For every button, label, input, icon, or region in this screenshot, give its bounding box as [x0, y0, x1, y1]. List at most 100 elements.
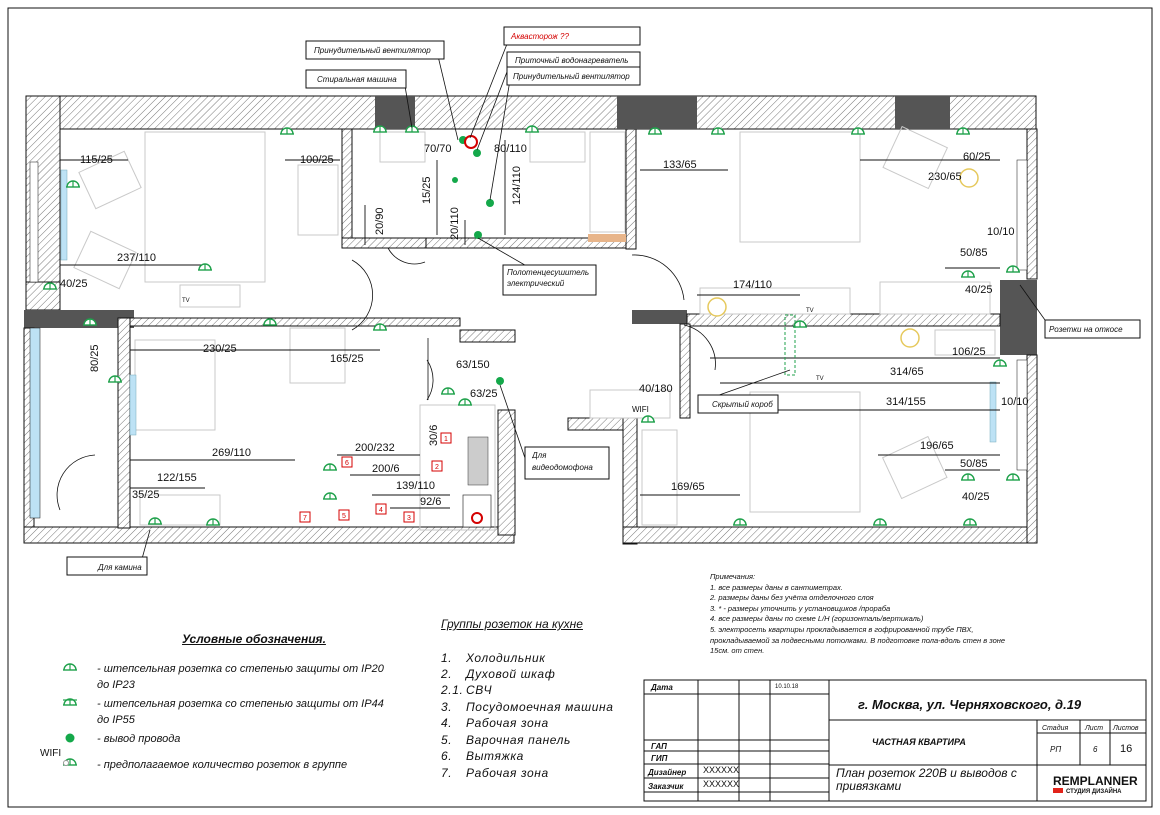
group-marker: 4	[379, 507, 383, 514]
sheets-value: 16	[1120, 743, 1132, 755]
client-label: Заказчик	[648, 782, 684, 791]
legend-item-ip20: - штепсельная розетка со степенью защиты…	[97, 663, 384, 691]
dimension-label: 122/155	[157, 472, 197, 484]
dimension-label: 40/180	[639, 383, 673, 395]
kitchen-groups-title: Группы розеток на кухне	[441, 617, 583, 631]
logo-subtitle: СТУДИЯ ДИЗАЙНА	[1066, 787, 1122, 795]
wire-output-icon	[65, 733, 75, 743]
note-item: 4. все размеры даны по схеме L/H (горизо…	[710, 614, 924, 624]
wire-output-icon	[452, 177, 458, 183]
kitchen-group-item: 1. Холодильник	[441, 651, 545, 665]
callout-box	[305, 40, 445, 60]
title-block	[643, 679, 1147, 802]
device-labels: WIFI TV TV TV	[182, 298, 824, 414]
group-num: 7.	[441, 766, 453, 780]
callout-box	[524, 446, 610, 480]
date-value: 10.10.18	[775, 684, 799, 690]
wire-output-icon	[486, 199, 494, 207]
socket-icon	[322, 463, 338, 471]
dimension-label: 230/65	[928, 171, 962, 183]
wire-output-icon	[473, 149, 481, 157]
callout-hidden-duct: Скрытый короб	[712, 400, 773, 409]
address: г. Москва, ул. Черняховского, д.19	[858, 697, 1082, 712]
legend-item-wire: - вывод провода	[97, 733, 181, 745]
kitchen-group-item: 4.Рабочая зона	[441, 716, 548, 730]
group-num: 1.	[441, 651, 453, 665]
dimension-label: 20/110	[449, 207, 461, 240]
group-num: 2.	[441, 667, 453, 681]
dimension-label: 169/65	[671, 481, 705, 493]
socket-icon	[440, 387, 456, 395]
tv-label: TV	[806, 308, 814, 314]
group-num: 4.	[441, 716, 453, 730]
group-text: Посудомоечная машина	[466, 700, 614, 714]
group-marker: 5	[342, 513, 346, 520]
tv-label: TV	[182, 298, 190, 304]
socket-icon	[640, 415, 656, 423]
socket-icon	[65, 180, 81, 188]
group-num: 6.	[441, 749, 453, 763]
socket-ip20-icon	[62, 663, 78, 671]
dimension-label: 133/65	[663, 159, 697, 171]
sheet-label: Лист	[1084, 725, 1103, 732]
wire-outputs	[452, 135, 796, 385]
kitchen-group-markers: 1 2 3 4 5 6 7	[299, 432, 452, 523]
socket-icon	[962, 518, 978, 526]
legend-title: Условные обозначения.	[182, 632, 326, 646]
group-text: Духовой шкаф	[466, 667, 556, 681]
group-marker: 7	[303, 515, 307, 522]
group-text: Вытяжка	[466, 749, 524, 763]
logo-mark	[1053, 788, 1063, 793]
socket-icon	[322, 492, 338, 500]
wifi-legend-label: WIFI	[40, 748, 61, 759]
dimension-label: 15/25	[421, 176, 433, 204]
callout-box	[66, 556, 148, 576]
dimension-label: 314/155	[886, 396, 926, 408]
kitchen-group-item: 3. Посудомоечная машина	[441, 700, 613, 714]
callout-aquastorozh: Аквасторож ??	[510, 32, 569, 41]
dimension-label: 200/232	[355, 442, 395, 454]
dimension-label: 314/65	[890, 366, 924, 378]
group-marker: 1	[444, 436, 448, 443]
designer-label: Дизайнер	[647, 768, 686, 777]
dimension-label: 230/25	[203, 343, 237, 355]
group-text: Рабочая зона	[466, 766, 549, 780]
dimension-label: 174/110	[733, 279, 772, 291]
dimension-label: 40/25	[962, 491, 990, 503]
group-text: Холодильник	[466, 651, 546, 665]
dimension-lines	[60, 140, 1000, 509]
kitchen-group-item: 6. Вытяжка	[441, 749, 523, 763]
kitchen-group-item: 2.1.СВЧ	[441, 683, 492, 697]
dimension-label: 10/10	[987, 226, 1015, 238]
notes: Примечания: 1. все размеры даны в сантим…	[710, 572, 1010, 657]
date-label: Дата	[650, 683, 673, 692]
dimension-label: 70/70	[424, 143, 452, 155]
group-num: 3.	[441, 700, 453, 714]
dimension-label: 20/90	[374, 207, 386, 235]
dimension-label: 80/110	[494, 143, 527, 155]
wire-output-icon	[474, 231, 482, 239]
gap-label: ГАП	[651, 742, 667, 751]
callout-fan-1: Принудительный вентилятор	[314, 46, 431, 55]
note-item: 1. все размеры даны в сантиметрах.	[710, 582, 843, 592]
callout-intercom: Для видеодомофона	[532, 451, 593, 472]
dimension-label: 50/85	[960, 458, 988, 470]
furniture	[60, 125, 997, 531]
callout-fan-2: Принудительный вентилятор	[513, 72, 630, 81]
dimension-label: 40/25	[965, 284, 993, 296]
dimension-label: 63/25	[470, 388, 498, 400]
dimension-label: 106/25	[952, 346, 986, 358]
socket-icon	[205, 518, 221, 526]
dimension-label: 40/25	[60, 278, 88, 290]
group-num: 2.1.	[441, 683, 464, 697]
dimension-label: 115/25	[80, 154, 113, 166]
dimension-label: 60/25	[963, 151, 991, 163]
stage-value: РП	[1050, 745, 1061, 754]
dimension-label: 30/6	[428, 425, 440, 446]
group-marker: 6	[345, 460, 349, 467]
dimension-labels: 115/25 100/25 70/70 80/110 133/65 60/25 …	[60, 143, 1029, 508]
sheets-label: Листов	[1112, 725, 1139, 732]
socket-icon	[732, 518, 748, 526]
title-block-text: Дата 10.10.18 г. Москва, ул. Черняховско…	[647, 683, 1139, 795]
